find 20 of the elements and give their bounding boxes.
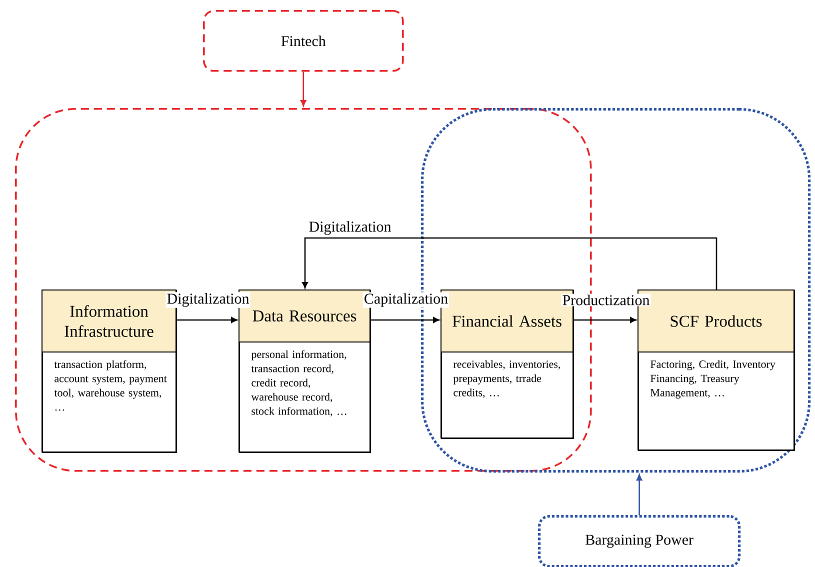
box-heading: Data Resources [252, 310, 356, 322]
item-list: receivables, inventories, prepayments, trrade credits, … [453, 360, 560, 398]
edge-label: Capitalization [364, 293, 448, 307]
arrow [636, 474, 642, 515]
fintech-box: Fintech [203, 10, 404, 72]
item-list: personal information, transaction record, credit record, warehouse record, stock information, … [251, 350, 346, 416]
edge-label: Productization [562, 294, 650, 306]
box-heading: Financial Assets [452, 315, 562, 327]
box-heading: SCF Products [670, 315, 762, 327]
factor-box: Bargaining Power [538, 515, 741, 567]
arrow [302, 237, 718, 290]
arrow [371, 317, 440, 323]
edge-label: Digitalization [167, 293, 250, 307]
edge-label: Digitalization [309, 221, 392, 235]
item-list: Factoring, Credit, Inventory Financing, Treasury Management, … [650, 360, 776, 399]
arrow [177, 317, 238, 323]
arrow [574, 317, 636, 323]
arrow [300, 72, 306, 106]
item-list: transaction platform, account system, payment tool, warehouse system, … [54, 360, 167, 411]
box-heading: Information Infrastructure [64, 305, 154, 337]
